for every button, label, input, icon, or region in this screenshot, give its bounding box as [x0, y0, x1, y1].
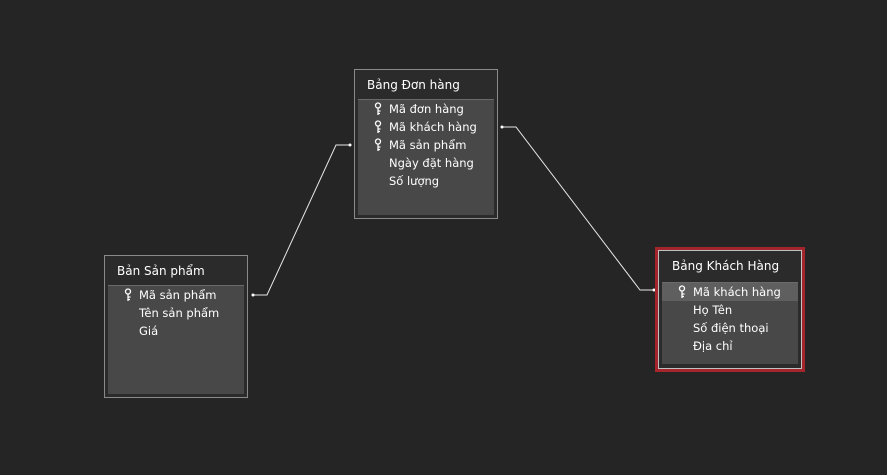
relationship-endpoint [652, 288, 656, 292]
relationship-line-orders-customers[interactable] [502, 126, 654, 291]
field-row[interactable]: Mã khách hàng [358, 118, 494, 136]
field-list: Mã sản phẩm Tên sản phẩm Giá [108, 285, 244, 394]
key-icon [374, 120, 382, 133]
key-icon [678, 285, 686, 298]
field-list: Mã khách hàng Họ Tên Số điện thoại Địa c… [662, 282, 798, 364]
field-row[interactable]: Số lượng [358, 172, 494, 190]
field-row[interactable]: Mã sản phẩm [358, 136, 494, 154]
table-customers[interactable]: Bảng Khách Hàng Mã khách hàng Họ Tên Số … [655, 247, 805, 372]
field-label: Mã sản phẩm [389, 138, 467, 152]
field-label: Số lượng [389, 174, 440, 188]
field-row[interactable]: Địa chỉ [662, 337, 798, 355]
relationship-line-products-orders[interactable] [253, 144, 350, 296]
field-row[interactable]: Số điện thoại [662, 319, 798, 337]
field-label: Mã đơn hàng [389, 102, 464, 116]
relationship-endpoint [251, 293, 255, 297]
relationship-endpoint [500, 125, 504, 129]
table-title[interactable]: Bảng Khách Hàng [672, 259, 780, 273]
table-products[interactable]: Bản Sản phẩm Mã sản phẩm Tên sản phẩm Gi… [104, 255, 248, 398]
relationship-endpoint [348, 143, 352, 147]
field-label: Tên sản phẩm [139, 306, 220, 320]
field-label: Họ Tên [693, 303, 733, 317]
field-label: Địa chỉ [693, 339, 733, 353]
key-icon [374, 102, 382, 115]
field-label: Mã sản phẩm [139, 288, 217, 302]
field-row[interactable]: Tên sản phẩm [108, 304, 244, 322]
field-row[interactable]: Họ Tên [662, 301, 798, 319]
field-row[interactable]: Mã đơn hàng [358, 100, 494, 118]
table-orders[interactable]: Bảng Đơn hàng Mã đơn hàng Mã khách hàng … [354, 69, 498, 219]
field-row[interactable]: Mã khách hàng [662, 283, 798, 301]
key-icon [374, 138, 382, 151]
field-list: Mã đơn hàng Mã khách hàng Mã sản phẩm Ng… [358, 99, 494, 215]
field-row[interactable]: Ngày đặt hàng [358, 154, 494, 172]
field-row[interactable]: Giá [108, 322, 244, 340]
key-icon [124, 288, 132, 301]
table-title[interactable]: Bảng Đơn hàng [367, 78, 460, 92]
field-label: Giá [139, 324, 159, 338]
field-label: Mã khách hàng [693, 285, 781, 299]
field-label: Số điện thoại [693, 321, 769, 335]
field-label: Mã khách hàng [389, 120, 477, 134]
field-label: Ngày đặt hàng [389, 156, 474, 170]
field-row[interactable]: Mã sản phẩm [108, 286, 244, 304]
table-title[interactable]: Bản Sản phẩm [117, 264, 205, 278]
